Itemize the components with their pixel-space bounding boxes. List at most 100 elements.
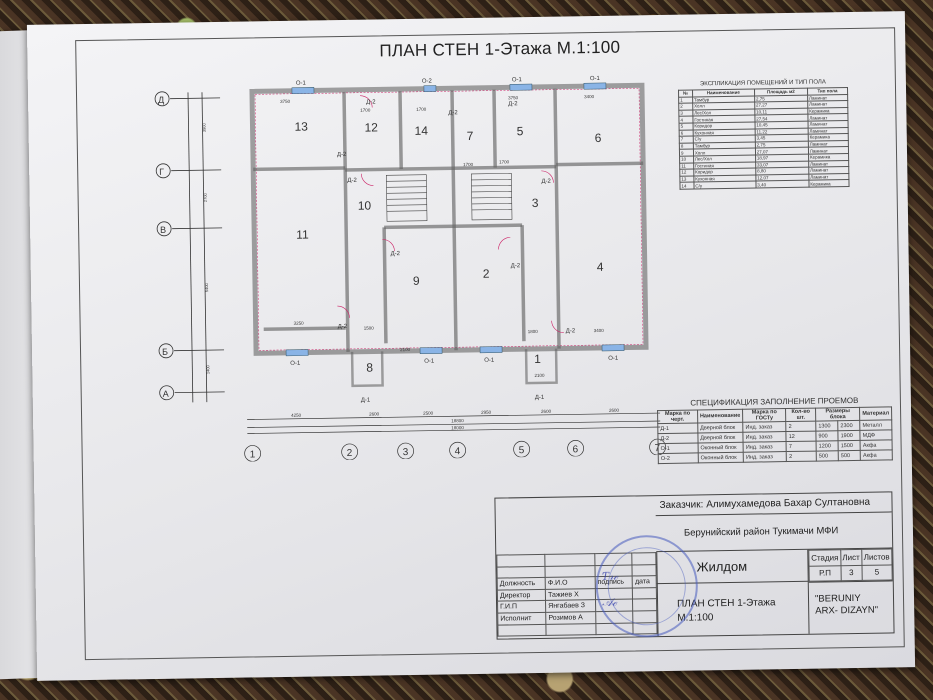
axis-marker-4 <box>449 441 466 459</box>
dim-top-7: 3400 <box>584 94 595 99</box>
axis-marker-d <box>154 91 170 107</box>
side-dim-4: 1400 <box>205 364 210 374</box>
explication-title: ЭКСПЛИКАЦИЯ ПОМЕЩЕНИЙ И ТИП ПОЛА <box>699 79 826 88</box>
door-label-i: Д-2 <box>508 101 518 107</box>
door-label-j: Д-2 <box>448 110 458 116</box>
axis-label-g: Г <box>159 167 164 177</box>
dim-inner-5: 3400 <box>594 328 605 333</box>
stage-header: Стадия <box>808 549 841 566</box>
room-2: 2 <box>483 267 490 281</box>
room-5: 5 <box>517 124 524 138</box>
axis-label-a: А <box>163 389 169 399</box>
room-13: 13 <box>294 120 308 134</box>
spec-header-mark: Марка по черт. <box>657 409 698 424</box>
wall-axis2 <box>342 91 350 352</box>
window-label-o1-f: О-1 <box>484 358 495 364</box>
dim-inner-2: 1500 <box>364 326 375 331</box>
room-9: 9 <box>413 274 420 288</box>
window-label-o1-d: О-1 <box>290 361 301 367</box>
room-3: 3 <box>532 196 539 210</box>
dim-top-1: 3750 <box>280 99 291 104</box>
axis-label-5: 5 <box>519 445 525 456</box>
firm-name: "BERUNIY ARX- DIZAYN" <box>809 580 894 633</box>
openings-spec-table: СПЕЦИФИКАЦИЯ ЗАПОЛНЕНИЕ ПРОЕМОВ Марка по… <box>657 395 893 464</box>
dim-bottom-1: 4250 <box>291 413 302 418</box>
axis-label-2: 2 <box>347 448 353 459</box>
dim-inner-3: 2100 <box>400 347 411 352</box>
axis-marker-v <box>156 221 172 237</box>
dim-total-2: 18800 <box>451 418 464 423</box>
title-block: Заказчик: Алимухамедова Бахар Султановна… <box>494 491 895 640</box>
door-label-a: Д-2 <box>366 99 376 105</box>
window-label-o2: О-2 <box>422 79 433 85</box>
axis-label-6: 6 <box>573 444 579 455</box>
dim-top-5: 3750 <box>508 95 519 100</box>
dim-bottom-6: 2600 <box>609 408 620 413</box>
axis-marker-b <box>158 343 174 359</box>
floor-plan: Д Г В Б А 3900 2700 5400 1400 <box>154 76 666 462</box>
axis-marker-6 <box>567 440 584 457</box>
window-label-o1-e: О-1 <box>424 359 435 365</box>
spec-header-gost: Марка по ГОСТу <box>742 408 786 423</box>
axis-label-v: В <box>160 225 166 235</box>
room-11: 11 <box>296 228 309 242</box>
dim-bottom-2: 2600 <box>369 411 380 416</box>
room-4: 4 <box>597 260 604 274</box>
room-8: 8 <box>366 361 373 375</box>
wall-axis4 <box>450 90 458 351</box>
door-label-d1-a: Д-1 <box>361 398 371 404</box>
dim-top-2: 1700 <box>360 108 371 113</box>
axis-marker-1 <box>244 445 262 462</box>
dim-inner-4: 1800 <box>528 329 539 334</box>
outer-wall <box>249 82 649 356</box>
sheet-name-line2: М.1:100 <box>677 612 714 624</box>
sig-header-name: Ф.И.О <box>545 576 596 590</box>
window-label-o1-c: О-1 <box>590 76 601 82</box>
spec-header-name: Наименование <box>697 409 743 423</box>
dim-bottom-5: 2600 <box>541 409 552 414</box>
signature-mark-1: Ƭ𝓇ℯ <box>601 569 618 583</box>
dim-bottom-3: 2500 <box>423 411 434 416</box>
sheets-value: 5 <box>861 564 893 581</box>
spec-header-material: Материал <box>859 406 892 421</box>
address-field: Берунийский район Тукимачи МФИ <box>655 512 893 553</box>
door-label-b: Д-2 <box>337 152 347 158</box>
door-label-h: Д-2 <box>566 328 576 334</box>
axis-marker-a <box>159 385 175 401</box>
axis-marker-g <box>155 163 171 179</box>
drawing-sheet: ПЛАН СТЕН 1-Этажа М.1:100 Д Г В Б А 3900… <box>26 11 916 681</box>
window-label-o1-b: О-1 <box>512 77 523 83</box>
explication-table: ЭКСПЛИКАЦИЯ ПОМЕЩЕНИЙ И ТИП ПОЛА № Наиме… <box>678 79 850 190</box>
door-label-c: Д-2 <box>347 178 357 184</box>
room-10: 10 <box>358 199 372 213</box>
room-12: 12 <box>364 120 378 134</box>
side-dim-1: 3900 <box>201 122 206 132</box>
dim-top-6: 1700 <box>499 159 510 164</box>
window-label-o1: О-1 <box>296 81 307 87</box>
axis-label-4: 4 <box>455 446 461 457</box>
stage-value: Р.П <box>808 565 842 582</box>
firm-line2: ARX- DIZAYN" <box>815 604 879 617</box>
door-label-d1-b: Д-1 <box>535 395 545 401</box>
dim-total: 18000 <box>451 425 464 430</box>
spec-header-qty: Кол-во шт. <box>785 408 816 422</box>
axis-marker-5 <box>513 440 530 458</box>
door-label-g: Д-2 <box>338 324 348 330</box>
side-dim-3: 5400 <box>204 282 209 292</box>
room-7: 7 <box>467 129 474 143</box>
dim-top-3: 1700 <box>416 107 427 112</box>
side-dim-2: 2700 <box>203 192 208 202</box>
axis-marker-7 <box>649 438 666 456</box>
dim-bottom-4: 2950 <box>481 410 492 415</box>
axis-marker-3 <box>397 442 414 460</box>
axis-label-b: Б <box>162 347 168 357</box>
sig-header-position: Должность <box>497 577 546 590</box>
axis-label-7: 7 <box>655 443 661 454</box>
axis-label-1: 1 <box>250 449 256 460</box>
axis-marker-2 <box>341 443 358 461</box>
sheet-value: 3 <box>840 564 862 581</box>
dim-top-4: 1700 <box>463 162 474 167</box>
room-1: 1 <box>534 352 541 366</box>
signature-mark-2: 𝒜ℯ <box>601 595 617 609</box>
